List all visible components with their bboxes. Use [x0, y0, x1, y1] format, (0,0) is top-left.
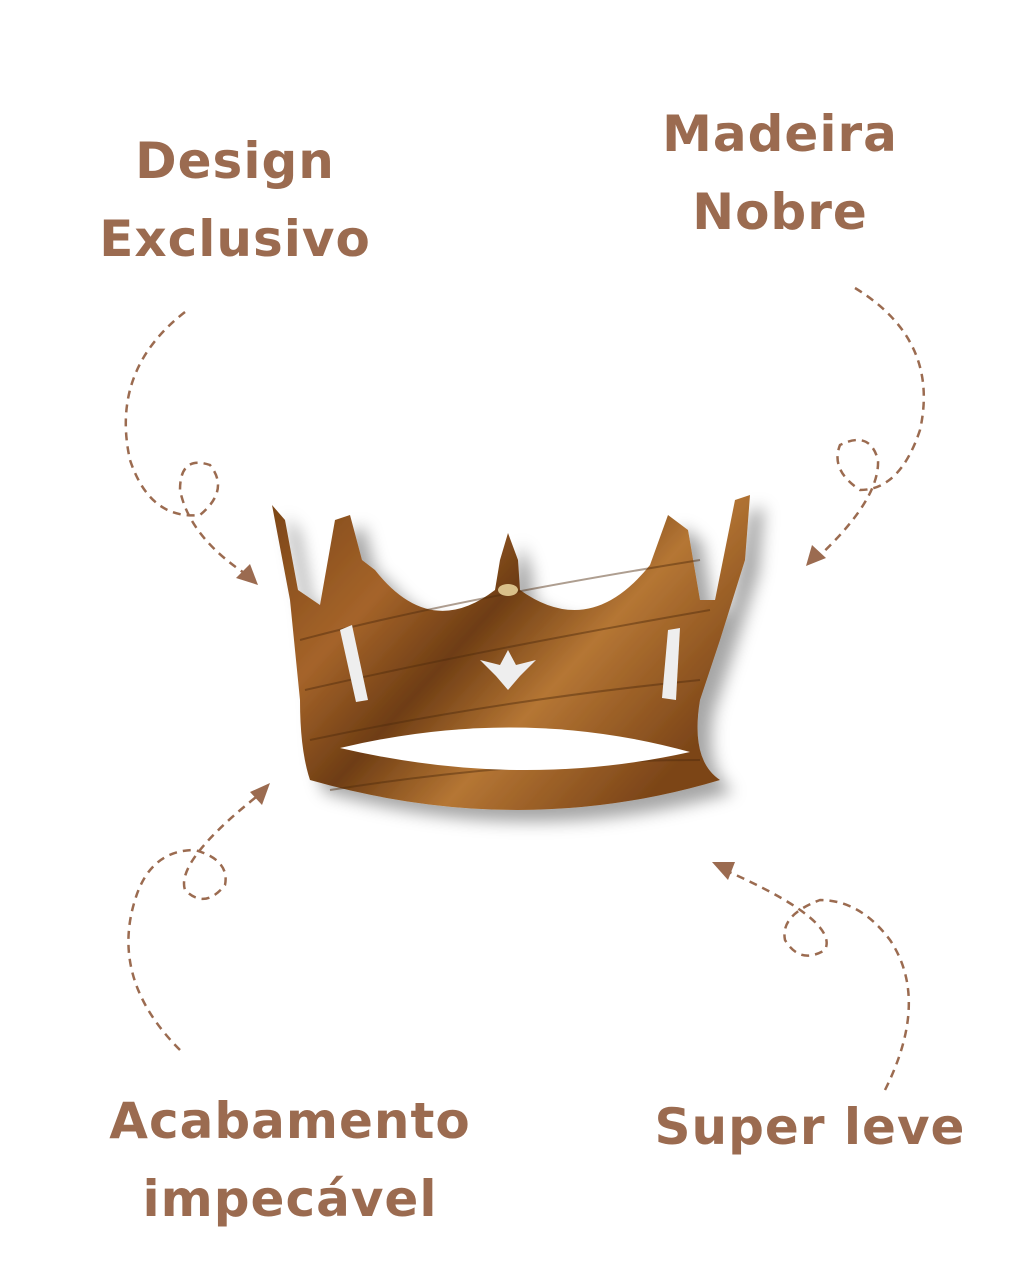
feature-madeira-nobre: Madeira Nobre	[640, 95, 920, 251]
arrow-top-left	[124, 311, 256, 582]
feature-line: Acabamento	[109, 1092, 471, 1150]
feature-acabamento-impecavel: Acabamento impecável	[100, 1082, 480, 1238]
arrow-bottom-left	[127, 789, 266, 1051]
cord-knot	[498, 584, 518, 596]
feature-design-exclusivo: Design Exclusivo	[90, 122, 380, 278]
arrowhead-icon	[712, 862, 735, 880]
crown-cutout-center	[480, 650, 536, 690]
feature-line: Nobre	[692, 183, 868, 241]
arrowheads	[236, 545, 826, 880]
arrowhead-icon	[236, 564, 258, 585]
feature-line: impecável	[142, 1170, 438, 1228]
feature-line: Exclusivo	[99, 210, 371, 268]
crown-cutout-right	[662, 628, 680, 700]
crown-image	[272, 495, 750, 810]
arrowhead-icon	[806, 545, 826, 566]
crown-opening	[340, 727, 690, 771]
feature-super-leve: Super leve	[650, 1088, 970, 1166]
feature-line: Madeira	[662, 105, 898, 163]
crown-cutout-left	[340, 625, 368, 702]
feature-line: Super leve	[654, 1098, 966, 1156]
dashed-arrows	[124, 286, 925, 1091]
arrowhead-icon	[250, 783, 270, 805]
feature-line: Design	[135, 132, 335, 190]
arrow-bottom-right	[719, 866, 911, 1091]
arrow-top-right	[814, 286, 925, 561]
